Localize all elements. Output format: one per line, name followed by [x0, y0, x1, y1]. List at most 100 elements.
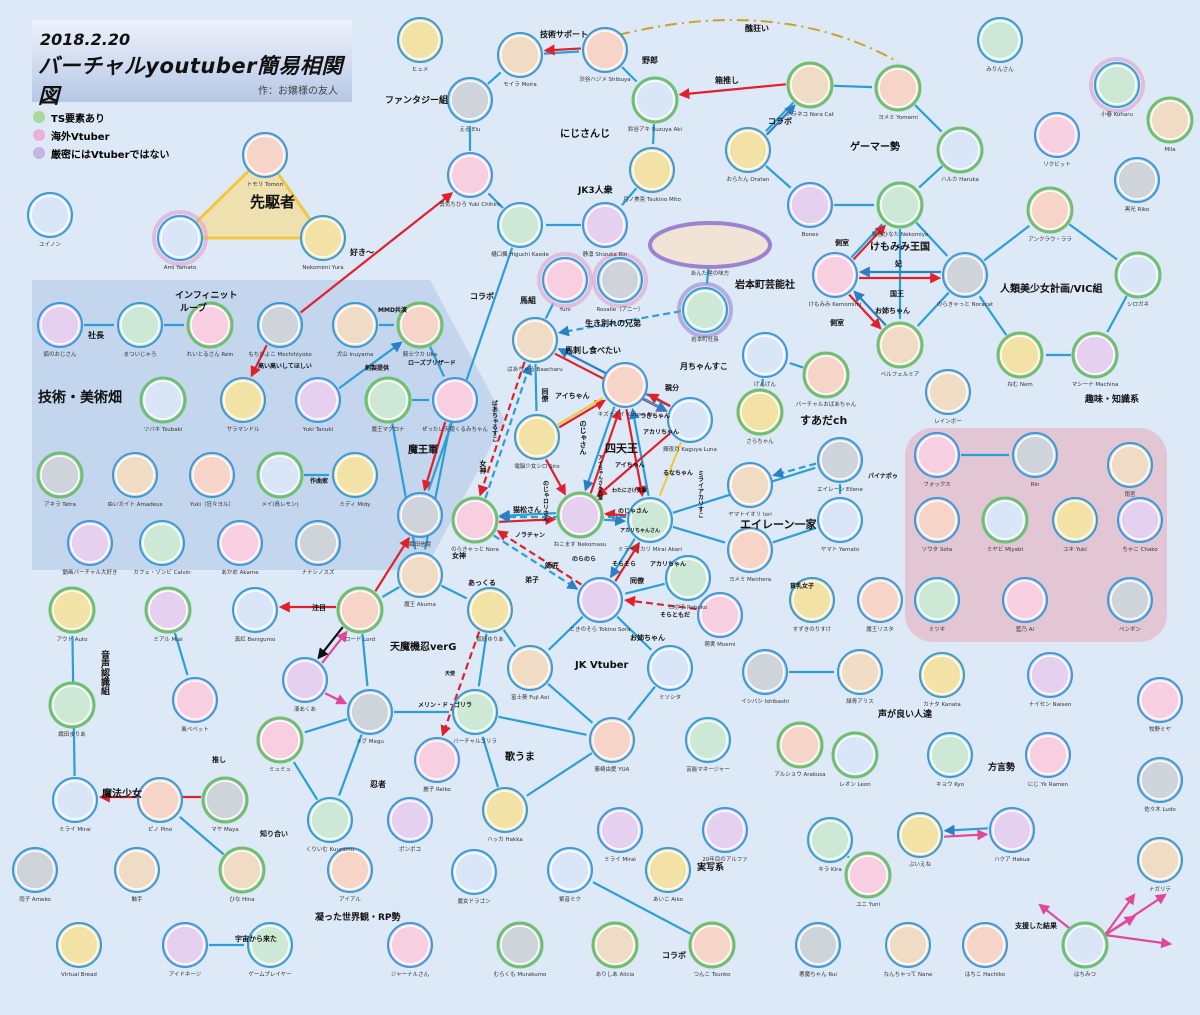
vtuber-node[interactable]	[627, 497, 673, 543]
vtuber-node[interactable]	[996, 331, 1044, 379]
vtuber-node[interactable]	[582, 202, 628, 248]
vtuber-node[interactable]	[874, 64, 922, 112]
vtuber-node[interactable]	[647, 645, 693, 691]
vtuber-node[interactable]	[137, 777, 183, 823]
vtuber-node[interactable]	[139, 376, 187, 424]
vtuber-node[interactable]	[914, 432, 960, 478]
vtuber-node[interactable]	[736, 388, 784, 436]
vtuber-node[interactable]	[786, 61, 834, 109]
vtuber-node[interactable]	[447, 77, 493, 123]
vtuber-node[interactable]	[1137, 677, 1183, 723]
vtuber-node[interactable]	[396, 301, 444, 349]
vtuber-node[interactable]	[789, 577, 835, 623]
vtuber-node[interactable]	[962, 922, 1008, 968]
vtuber-node[interactable]	[467, 587, 513, 633]
vtuber-node[interactable]	[1107, 577, 1153, 623]
vtuber-node[interactable]	[645, 847, 691, 893]
vtuber-node[interactable]	[897, 812, 943, 858]
vtuber-node[interactable]	[914, 497, 960, 543]
vtuber-node[interactable]	[307, 797, 353, 843]
vtuber-node[interactable]	[256, 716, 304, 764]
vtuber-node[interactable]	[189, 452, 235, 498]
vtuber-node[interactable]	[727, 527, 773, 573]
vtuber-node[interactable]	[300, 215, 346, 261]
vtuber-node[interactable]	[885, 922, 931, 968]
vtuber-node[interactable]	[812, 252, 858, 298]
vtuber-node[interactable]	[52, 777, 98, 823]
vtuber-node[interactable]	[497, 32, 543, 78]
vtuber-node[interactable]	[817, 497, 863, 543]
vtuber-node[interactable]	[332, 302, 378, 348]
vtuber-node[interactable]	[112, 452, 158, 498]
vtuber-node[interactable]	[387, 797, 433, 843]
vtuber-node[interactable]	[1089, 57, 1145, 113]
vtuber-node[interactable]	[336, 586, 384, 634]
vtuber-node[interactable]	[117, 302, 163, 348]
vtuber-node[interactable]	[257, 302, 303, 348]
vtuber-node[interactable]	[295, 520, 341, 566]
vtuber-node[interactable]	[282, 657, 328, 703]
vtuber-node[interactable]	[802, 351, 850, 399]
vtuber-node[interactable]	[981, 496, 1029, 544]
vtuber-node[interactable]	[857, 577, 903, 623]
vtuber-node[interactable]	[36, 451, 84, 499]
vtuber-node[interactable]	[217, 520, 263, 566]
vtuber-node[interactable]	[512, 317, 558, 363]
vtuber-node[interactable]	[27, 192, 73, 238]
vtuber-node[interactable]	[989, 807, 1035, 853]
vtuber-node[interactable]	[1107, 442, 1153, 488]
vtuber-node[interactable]	[589, 717, 635, 763]
vtuber-node[interactable]	[685, 717, 731, 763]
vtuber-node[interactable]	[37, 302, 83, 348]
vtuber-node[interactable]	[1002, 577, 1048, 623]
vtuber-node[interactable]	[725, 127, 771, 173]
vtuber-node[interactable]	[537, 252, 593, 308]
vtuber-node[interactable]	[702, 807, 748, 853]
vtuber-node[interactable]	[1061, 921, 1109, 969]
vtuber-node[interactable]	[1034, 112, 1080, 158]
vtuber-node[interactable]	[347, 689, 393, 735]
vtuber-node[interactable]	[1071, 331, 1119, 379]
vtuber-node[interactable]	[807, 817, 853, 863]
vtuber-node[interactable]	[577, 577, 623, 623]
vtuber-node[interactable]	[1137, 757, 1183, 803]
vtuber-node[interactable]	[451, 849, 497, 895]
vtuber-node[interactable]	[1012, 432, 1058, 478]
vtuber-node[interactable]	[629, 147, 675, 193]
vtuber-node[interactable]	[114, 847, 160, 893]
vtuber-node[interactable]	[327, 847, 373, 893]
vtuber-node[interactable]	[186, 301, 234, 349]
vtuber-node[interactable]	[397, 552, 443, 598]
vtuber-node[interactable]	[48, 681, 96, 729]
vtuber-node[interactable]	[592, 252, 648, 308]
vtuber-node[interactable]	[451, 496, 499, 544]
vtuber-node[interactable]	[452, 689, 498, 735]
vtuber-node[interactable]	[831, 731, 879, 779]
vtuber-node[interactable]	[776, 721, 824, 769]
vtuber-node[interactable]	[876, 181, 924, 229]
vtuber-node[interactable]	[919, 652, 965, 698]
vtuber-node[interactable]	[172, 677, 218, 723]
vtuber-node[interactable]	[942, 252, 988, 298]
vtuber-node[interactable]	[497, 202, 543, 248]
vtuber-node[interactable]	[332, 452, 378, 498]
vtuber-node[interactable]	[795, 922, 841, 968]
vtuber-node[interactable]	[152, 210, 208, 266]
vtuber-node[interactable]	[496, 921, 544, 969]
vtuber-node[interactable]	[242, 132, 288, 178]
vtuber-node[interactable]	[232, 587, 278, 633]
vtuber-node[interactable]	[387, 922, 433, 968]
vtuber-node[interactable]	[742, 332, 788, 378]
vtuber-node[interactable]	[602, 362, 648, 408]
vtuber-node[interactable]	[844, 851, 892, 899]
vtuber-node[interactable]	[12, 847, 58, 893]
vtuber-node[interactable]	[936, 126, 984, 174]
vtuber-node[interactable]	[48, 586, 96, 634]
vtuber-node[interactable]	[247, 922, 293, 968]
vtuber-node[interactable]	[447, 152, 493, 198]
vtuber-node[interactable]	[295, 377, 341, 423]
vtuber-node[interactable]	[364, 376, 412, 424]
vtuber-node[interactable]	[1137, 837, 1183, 883]
vtuber-node[interactable]	[1027, 652, 1073, 698]
vtuber-node[interactable]	[414, 737, 460, 783]
